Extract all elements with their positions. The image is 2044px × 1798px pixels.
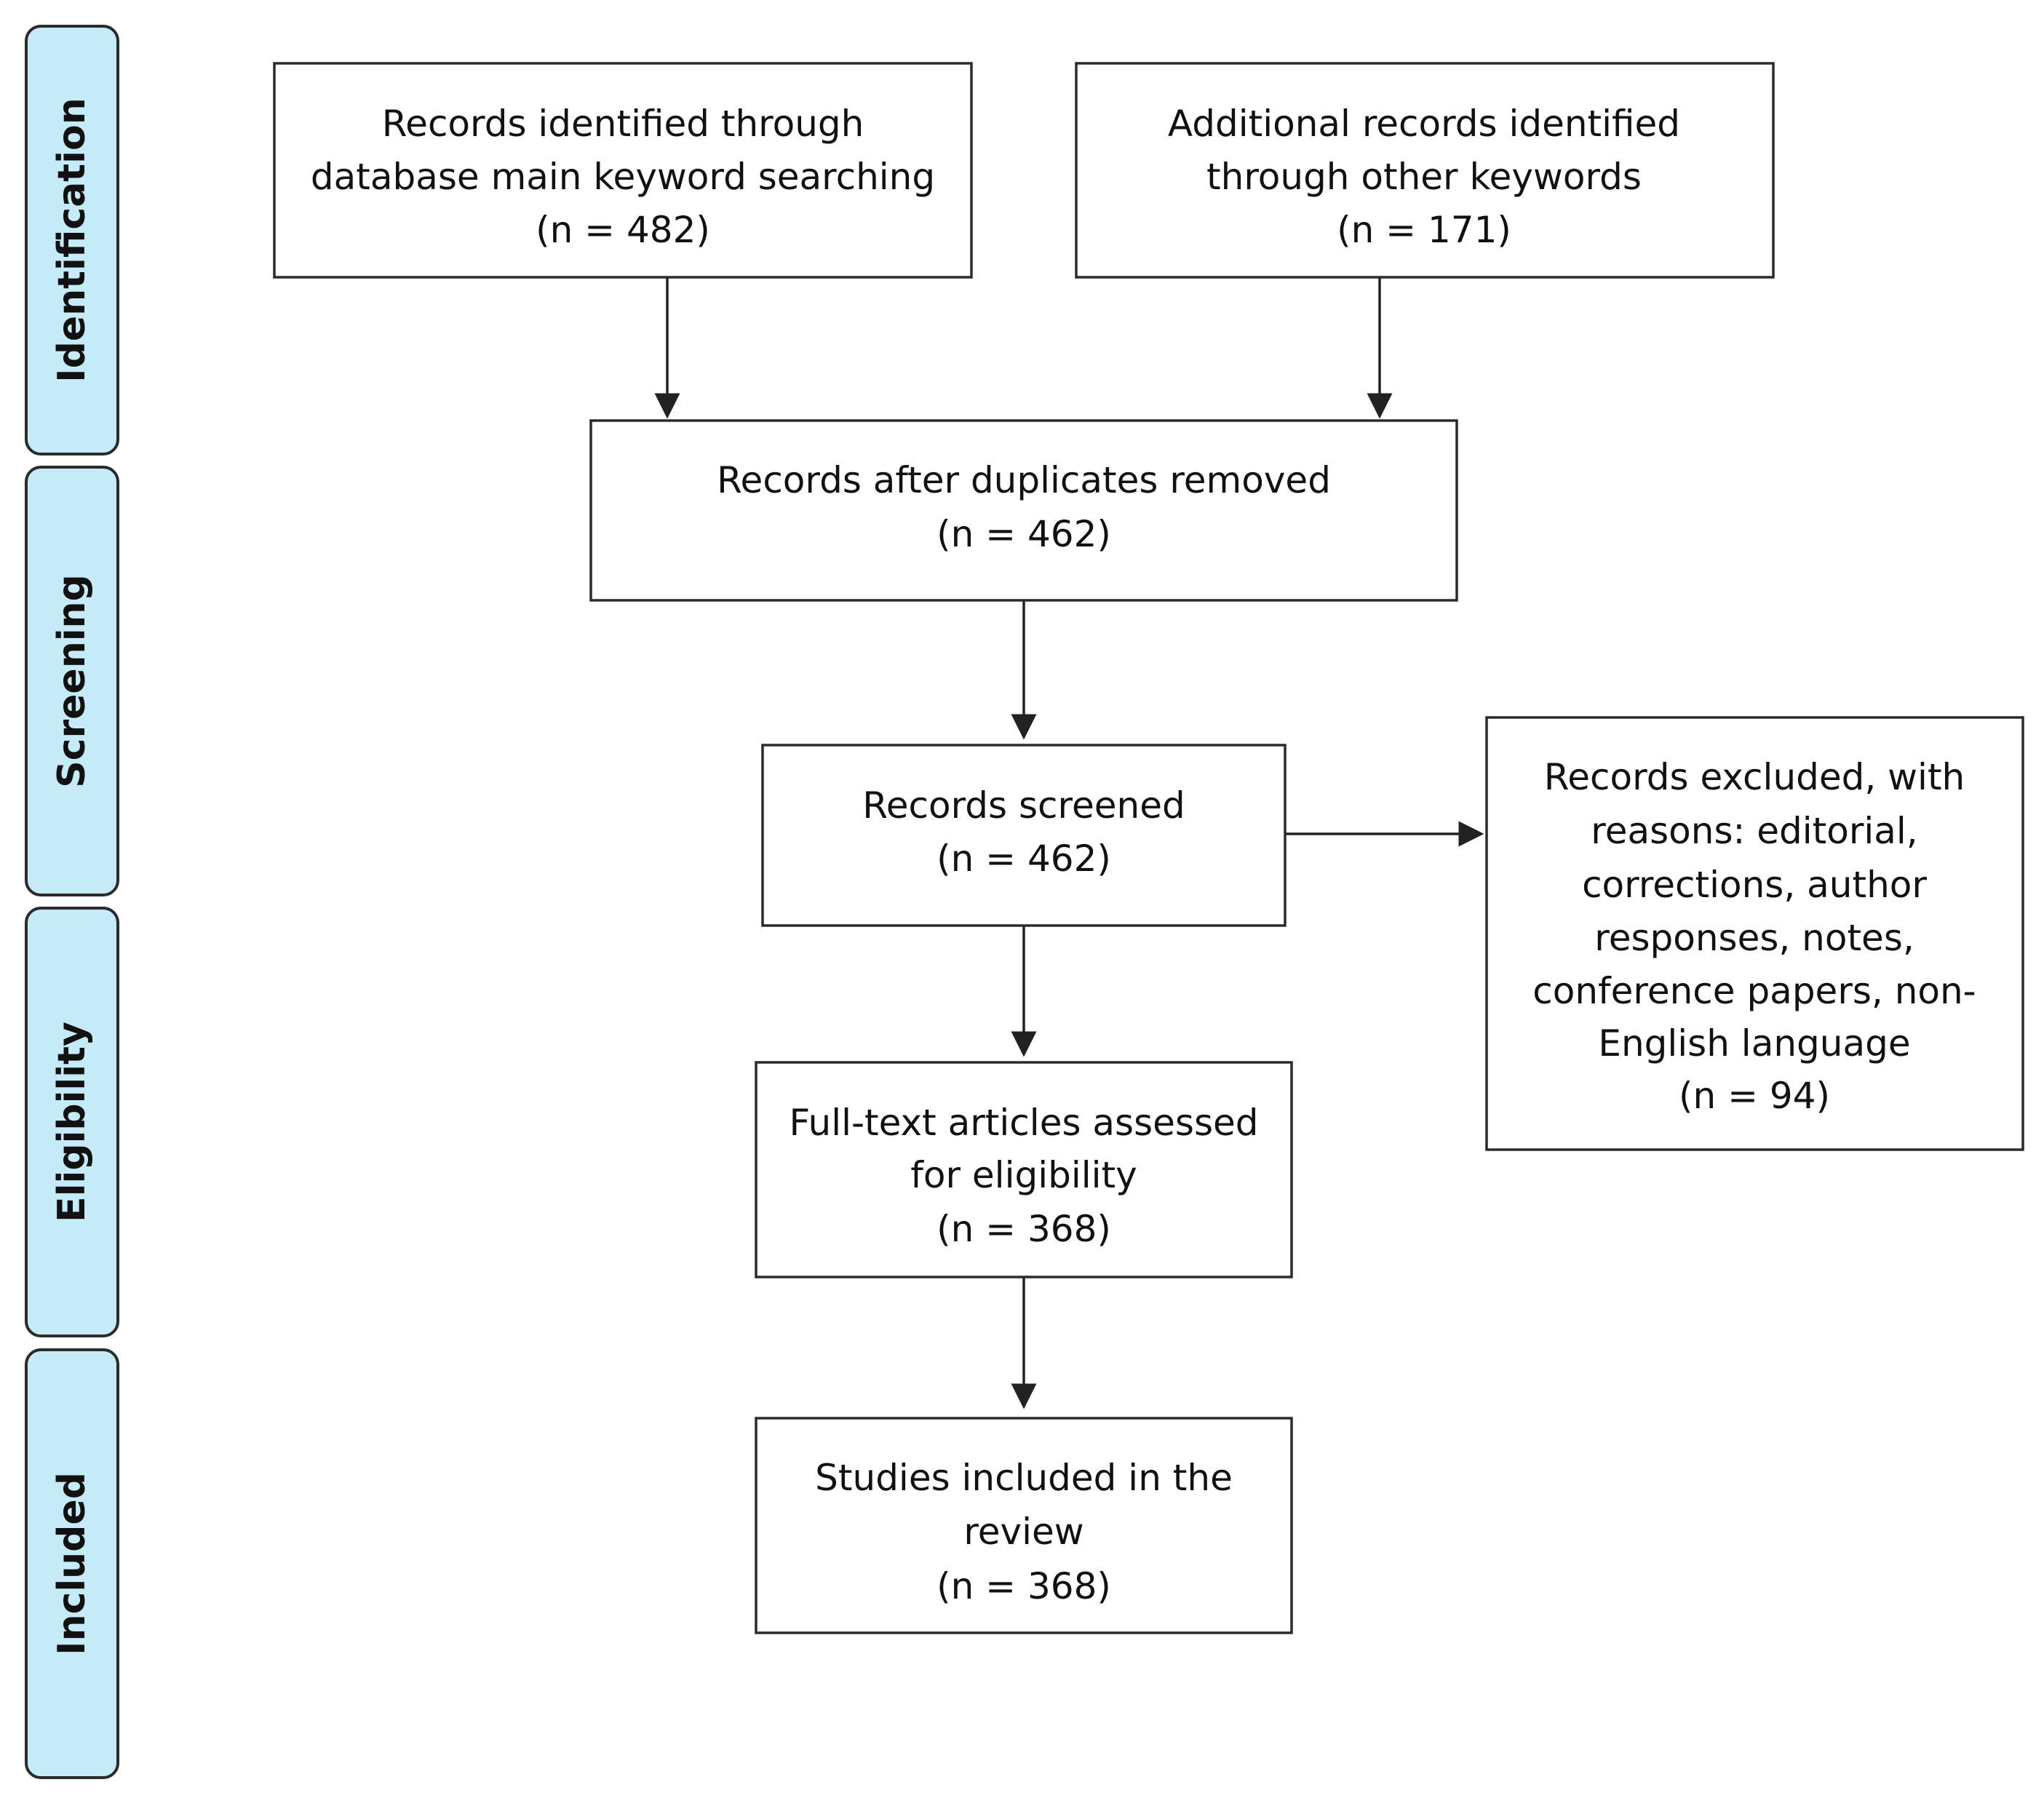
box-records-screened-line-2: (n = 462) — [936, 838, 1111, 880]
stage-included-box — [25, 1348, 119, 1779]
box-database-records-line-2: database main keyword searching — [311, 156, 935, 198]
stage-identification-box — [25, 25, 119, 456]
box-full-text-line-2: for eligibility — [910, 1154, 1137, 1196]
stage-identification: Identification — [25, 25, 119, 456]
box-studies-included-line-1: Studies included in the — [815, 1457, 1233, 1499]
box-records-excluded-line-6: English language — [1598, 1022, 1910, 1065]
box-database-records-line-3: (n = 482) — [536, 209, 710, 251]
box-studies-included: Studies included in the review (n = 368) — [755, 1417, 1293, 1634]
box-records-excluded-line-4: responses, notes, — [1594, 917, 1914, 959]
box-records-excluded-line-1: Records excluded, with — [1544, 756, 1965, 798]
box-additional-records-line-3: (n = 171) — [1337, 209, 1511, 251]
box-studies-included-line-3: (n = 368) — [936, 1565, 1111, 1607]
stage-eligibility-box — [25, 907, 119, 1337]
stage-identification-label: Identification — [50, 98, 94, 382]
stage-screening-box — [25, 466, 119, 896]
box-after-duplicates-line-2: (n = 462) — [936, 513, 1111, 555]
box-records-excluded-line-2: reasons: editorial, — [1591, 810, 1917, 852]
stage-screening-label: Screening — [50, 574, 94, 788]
box-after-duplicates-line-1: Records after duplicates removed — [717, 459, 1331, 501]
box-additional-records-line-2: through other keywords — [1206, 156, 1642, 198]
box-database-records-line-1: Records identified through — [382, 103, 864, 145]
box-full-text-line-1: Full-text articles assessed — [790, 1102, 1259, 1144]
box-full-text-articles: Full-text articles assessed for eligibil… — [755, 1061, 1293, 1278]
box-records-excluded-line-5: conference papers, non- — [1532, 970, 1976, 1012]
box-records-screened: Records screened (n = 462) — [761, 744, 1287, 927]
stage-eligibility: Eligibility — [25, 907, 119, 1337]
box-additional-records: Additional records identified through ot… — [1075, 62, 1775, 279]
box-records-excluded: Records excluded, with reasons: editoria… — [1485, 716, 2024, 1151]
stage-included: Included — [25, 1348, 119, 1779]
box-full-text-line-3: (n = 368) — [936, 1208, 1111, 1250]
stage-included-label: Included — [50, 1472, 94, 1655]
stage-screening: Screening — [25, 466, 119, 896]
box-records-screened-line-1: Records screened — [862, 784, 1185, 827]
box-after-duplicates: Records after duplicates removed (n = 46… — [589, 419, 1458, 602]
box-database-records: Records identified through database main… — [273, 62, 973, 279]
stage-eligibility-label: Eligibility — [50, 1022, 94, 1222]
box-studies-included-line-2: review — [963, 1511, 1083, 1553]
box-records-excluded-line-3: corrections, author — [1582, 864, 1927, 906]
box-records-excluded-line-7: (n = 94) — [1679, 1075, 1830, 1117]
box-additional-records-line-1: Additional records identified — [1168, 103, 1680, 145]
